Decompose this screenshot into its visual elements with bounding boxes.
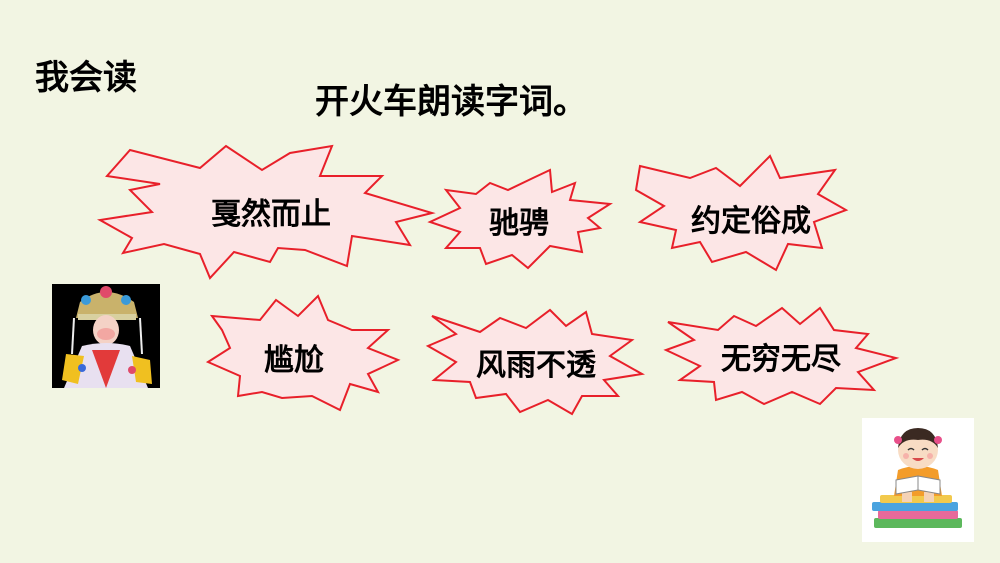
burst-shape-3 [634, 154, 849, 272]
word-burst-6[interactable]: 无穷无尽 [721, 342, 841, 377]
instruction-title: 开火车朗读字词。 [315, 82, 587, 122]
burst-shape-4 [205, 294, 401, 412]
section-heading: 我会读 [35, 58, 137, 98]
burst-shape-2 [427, 168, 613, 270]
word-burst-1[interactable]: 戛然而止 [211, 197, 331, 232]
word-burst-4[interactable]: 尴尬 [264, 343, 324, 378]
burst-shape-1 [96, 144, 436, 280]
burst-shape-5 [425, 308, 645, 416]
burst-shape-6 [663, 306, 900, 406]
girl-reading-image [862, 418, 974, 542]
word-burst-2[interactable]: 驰骋 [489, 206, 549, 241]
opera-performer-image [52, 284, 160, 388]
word-burst-3[interactable]: 约定俗成 [691, 204, 811, 239]
word-burst-5[interactable]: 风雨不透 [476, 348, 596, 383]
